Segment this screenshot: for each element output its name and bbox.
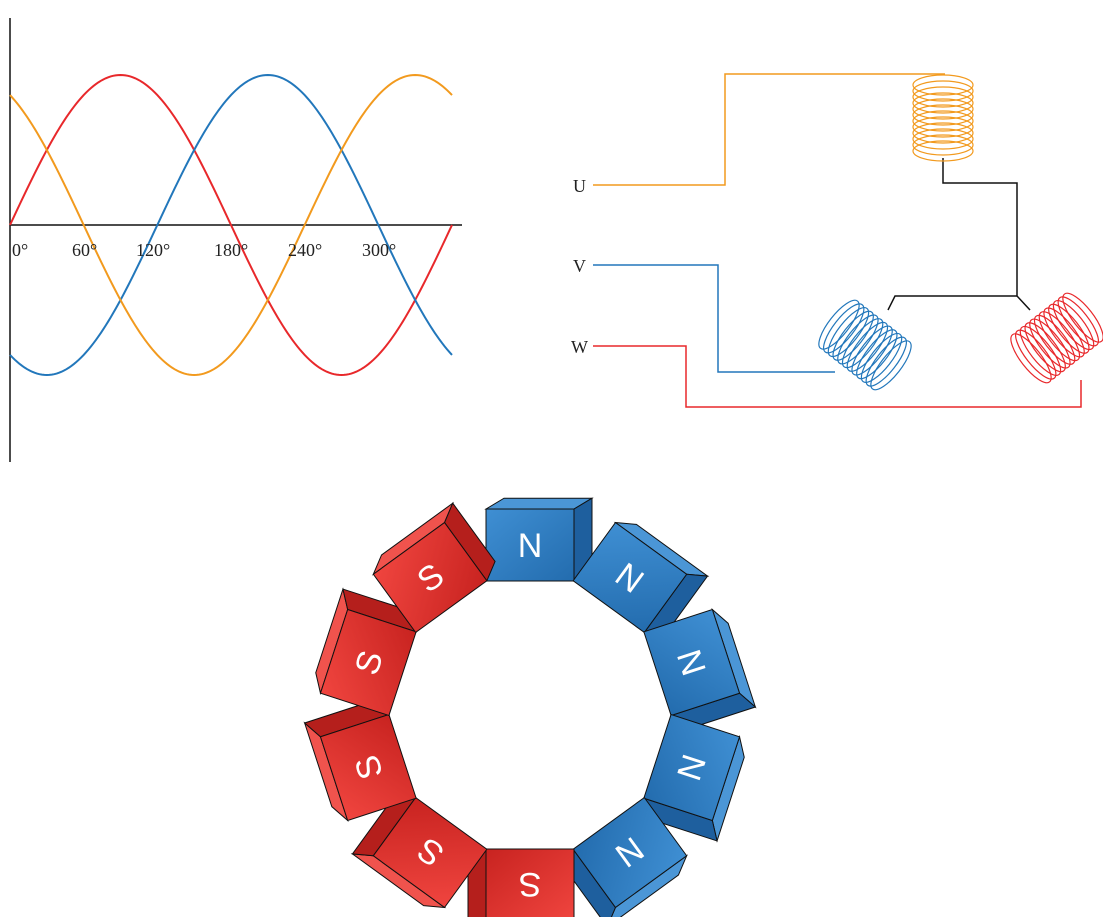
coil-turn	[1010, 333, 1052, 384]
magnet-north: N	[572, 521, 710, 635]
coil-turn	[1033, 314, 1076, 365]
magnet-north: N	[564, 796, 688, 917]
magnet-south: S	[467, 848, 575, 917]
phase-label-v: V	[573, 256, 586, 276]
x-tick-labels: 0° 60° 120° 180° 240° 300°	[12, 240, 396, 260]
x-tick-label: 60°	[72, 240, 97, 260]
coil-turn	[860, 332, 903, 383]
coil-turn	[818, 299, 860, 350]
x-tick-label: 300°	[362, 240, 396, 260]
coil-turn	[912, 128, 974, 150]
coil-turn	[1029, 318, 1071, 369]
magnet-letter: N	[518, 527, 543, 565]
magnet-south: S	[372, 501, 496, 634]
magnet-north: N	[643, 607, 757, 730]
waveform-series	[9, 73, 453, 377]
coil-turn	[912, 134, 974, 156]
coil-turn	[912, 86, 974, 108]
coil-turn	[841, 318, 884, 369]
waveform-line-0	[9, 73, 453, 377]
magnet-north: N	[643, 713, 745, 843]
magnet-letter: S	[519, 865, 542, 903]
coil-turn	[856, 329, 898, 380]
coil-turn	[846, 321, 889, 372]
coil-turn	[912, 80, 974, 102]
coil-turn	[912, 122, 974, 144]
coil-turn	[1038, 311, 1081, 362]
coil-turn	[912, 110, 974, 132]
v-phase-wire	[593, 264, 835, 373]
coil-turn	[1052, 300, 1095, 351]
u-phase-wire	[593, 73, 945, 186]
magnet-south: S	[350, 795, 488, 909]
coil-turn	[870, 340, 912, 391]
coil-turn	[832, 310, 874, 361]
coil-turn	[1057, 296, 1099, 347]
v-winding-coil	[818, 299, 912, 391]
star-connected-windings: U V W	[571, 73, 1103, 408]
x-tick-label: 0°	[12, 240, 28, 260]
magnet-north: N	[484, 497, 594, 582]
coil-turn	[827, 307, 870, 358]
coil-turn	[1024, 322, 1066, 373]
waveform-line-2	[9, 73, 453, 377]
coil-turn	[1062, 292, 1103, 343]
coil-turn	[912, 116, 974, 138]
coil-turn	[865, 336, 907, 387]
neutral-wire	[942, 158, 1031, 311]
coil-turn	[837, 314, 879, 365]
x-tick-label: 180°	[214, 240, 248, 260]
coil-turn	[912, 98, 974, 120]
w-winding-coil	[1010, 292, 1103, 384]
coil-turn	[912, 104, 974, 126]
x-tick-label: 120°	[136, 240, 170, 260]
coil-turn	[1048, 303, 1090, 354]
coil-turn	[1015, 329, 1057, 380]
coil-turn	[823, 303, 865, 354]
phase-label-w: W	[571, 337, 588, 357]
three-phase-waveform: 0° 60° 120° 180° 240° 300°	[9, 18, 462, 462]
u-winding-coil	[912, 74, 974, 162]
coil-turn	[912, 74, 974, 96]
coil-turn	[851, 325, 893, 376]
magnet-south: S	[303, 700, 417, 823]
neutral-wire	[887, 295, 1017, 311]
magnet-south: S	[315, 587, 417, 717]
x-tick-label: 240°	[288, 240, 322, 260]
phase-label-u: U	[573, 176, 586, 196]
coil-turn	[1043, 307, 1085, 358]
coil-turn	[912, 140, 974, 162]
coil-turn	[1019, 325, 1062, 376]
w-phase-wire	[593, 345, 1082, 408]
waveform-line-1	[9, 73, 453, 377]
coil-turn	[912, 92, 974, 114]
